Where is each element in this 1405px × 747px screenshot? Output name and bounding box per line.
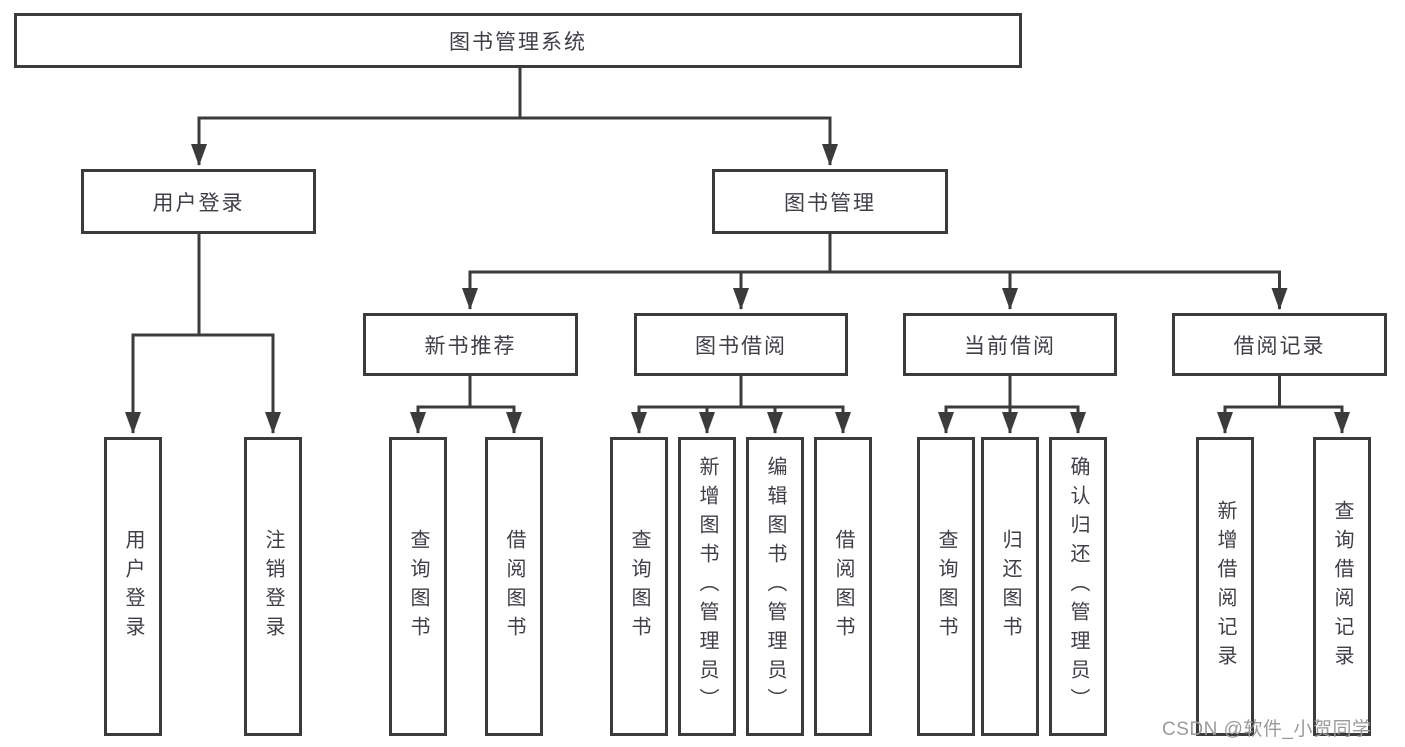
node-label: 图书管理	[784, 191, 876, 215]
edge-book-borrow-split	[631, 376, 851, 434]
node-label: 借阅记录	[1233, 334, 1326, 358]
leaf-query-books-recommend: 查询图书	[389, 437, 447, 736]
node-book-borrowing: 图书借阅	[634, 313, 848, 376]
node-label: 借阅图书	[832, 528, 854, 645]
leaf-user-login: 用户登录	[104, 437, 162, 736]
node-current-borrowing: 当前借阅	[903, 313, 1117, 376]
edge-current-borrow-split	[938, 376, 1086, 434]
node-label: 新增图书（管理员）	[696, 456, 718, 717]
leaf-add-borrow-record: 新增借阅记录	[1196, 437, 1254, 736]
node-borrowing-records: 借阅记录	[1172, 313, 1387, 376]
node-label: 编辑图书（管理员）	[764, 456, 786, 717]
node-new-book-recommendation: 新书推荐	[363, 313, 578, 376]
node-label: 图书管理系统	[449, 30, 587, 54]
node-label: 查询借阅记录	[1331, 499, 1353, 674]
node-label: 确认归还（管理员）	[1067, 456, 1089, 717]
node-label: 查询图书	[628, 528, 650, 645]
node-label: 查询图书	[935, 528, 957, 645]
leaf-logout: 注销登录	[244, 437, 302, 736]
leaf-borrow-books-recommend: 借阅图书	[485, 437, 543, 736]
node-book-management: 图书管理	[712, 169, 948, 234]
leaf-confirm-return-admin: 确认归还（管理员）	[1049, 437, 1107, 736]
leaf-add-book-admin: 新增图书（管理员）	[678, 437, 736, 736]
leaf-return-books: 归还图书	[981, 437, 1039, 736]
node-label: 当前借阅	[964, 334, 1056, 358]
node-label: 图书借阅	[695, 334, 787, 358]
node-library-management-system: 图书管理系统	[14, 13, 1022, 68]
node-label: 用户登录	[152, 191, 245, 215]
leaf-borrow-books-borrowing: 借阅图书	[814, 437, 872, 736]
edge-user-login-split	[125, 234, 281, 434]
node-label: 查询图书	[407, 528, 429, 645]
leaf-query-borrow-record: 查询借阅记录	[1313, 437, 1371, 736]
edge-borrow-records-split	[1217, 376, 1350, 434]
leaf-edit-book-admin: 编辑图书（管理员）	[746, 437, 804, 736]
node-label: 借阅图书	[503, 528, 525, 645]
csdn-watermark: CSDN @软件_小贺同学	[1162, 719, 1372, 740]
leaf-query-books-borrowing: 查询图书	[610, 437, 668, 736]
node-label: 用户登录	[122, 528, 144, 645]
node-label: 归还图书	[999, 528, 1021, 645]
node-label: 注销登录	[262, 528, 284, 645]
node-label: 新增借阅记录	[1214, 499, 1236, 674]
edge-book-management-split	[462, 234, 1288, 310]
edge-root-split	[191, 68, 838, 166]
edge-new-book-split	[410, 376, 522, 434]
node-user-login-branch: 用户登录	[81, 169, 316, 234]
node-label: 新书推荐	[424, 334, 517, 358]
leaf-query-books-current: 查询图书	[917, 437, 975, 736]
